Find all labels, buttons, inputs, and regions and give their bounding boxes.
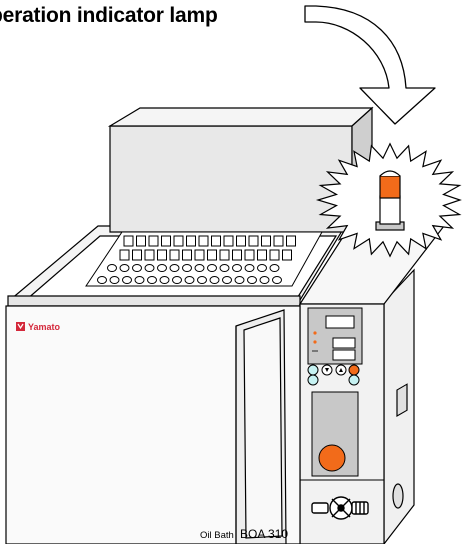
basket-hole [169, 264, 180, 272]
set-button[interactable] [307, 374, 319, 386]
basket-slot [186, 235, 196, 247]
basket-slot [207, 249, 217, 261]
basket-slot [261, 235, 271, 247]
basket-slot [173, 235, 184, 247]
lamp-orange-lens [379, 175, 401, 199]
basket-slot [136, 235, 146, 247]
indicator-led-1 [313, 331, 317, 335]
basket-slot [286, 235, 296, 247]
display-row-2 [332, 349, 356, 361]
brand-logo: Yamato [16, 322, 61, 332]
basket-hole [207, 264, 217, 272]
basket-slot [223, 235, 234, 247]
menu-button[interactable] [307, 364, 319, 376]
basket-hole [272, 276, 282, 284]
drain-valve[interactable] [311, 496, 369, 520]
basket-hole [182, 264, 192, 272]
basket-slot [219, 249, 230, 261]
basket-hole [232, 264, 242, 272]
basket-slot [161, 235, 171, 247]
stop-button[interactable] [348, 374, 360, 386]
basket-hole [132, 264, 142, 272]
basket-hole [109, 276, 120, 284]
breaker-switch[interactable] [318, 444, 346, 472]
basket-slot [157, 249, 167, 261]
basket-slot [144, 249, 155, 261]
basket-slot [236, 235, 246, 247]
basket-hole [259, 276, 270, 284]
basket-hole [234, 276, 245, 284]
start-button[interactable] [348, 364, 360, 376]
basket-slot [211, 235, 221, 247]
basket-hole [244, 264, 255, 272]
basket-hole [147, 276, 157, 284]
basket-hole [247, 276, 257, 284]
sample-basket [85, 231, 323, 287]
basket-slot [248, 235, 259, 247]
breaker-panel [300, 391, 384, 481]
basket-hole [222, 276, 232, 284]
basket-hole [194, 264, 205, 272]
basket-hole [257, 264, 267, 272]
basket-hole [209, 276, 220, 284]
display-window [325, 315, 355, 329]
basket-hole [172, 276, 182, 284]
indicator-led-2 [313, 340, 317, 344]
operation-indicator-lamp [375, 170, 405, 231]
basket-hole [219, 264, 230, 272]
basket-slot [132, 249, 142, 261]
basket-hole [197, 276, 207, 284]
basket-hole [97, 276, 107, 284]
basket-hole [122, 276, 132, 284]
basket-hole [107, 264, 117, 272]
model-prefix: Oil Bath [200, 530, 234, 541]
display-row-1 [332, 337, 356, 349]
basket-slot [169, 249, 180, 261]
basket-slot [148, 235, 159, 247]
basket-slot [269, 249, 280, 261]
basket-hole [184, 276, 195, 284]
basket-slot [273, 235, 284, 247]
basket-hole [159, 276, 170, 284]
basket-hole [119, 264, 130, 272]
brand-name: Yamato [28, 322, 61, 332]
basket-slot [119, 249, 130, 261]
basket-slot [244, 249, 255, 261]
callout-label: peration indicator lamp [0, 4, 218, 27]
front-door[interactable] [235, 309, 287, 544]
basket-hole [269, 264, 280, 272]
control-panel [307, 307, 363, 365]
basket-slot [182, 249, 192, 261]
basket-slot [194, 249, 205, 261]
model-name: BOA 310 [240, 527, 288, 541]
callout-arrow [304, 5, 436, 125]
basket-slot [123, 235, 134, 247]
basket-slot [257, 249, 267, 261]
basket-slot [232, 249, 242, 261]
basket-hole [157, 264, 167, 272]
basket-slot [198, 235, 209, 247]
control-buttons [307, 364, 360, 386]
basket-slot [282, 249, 292, 261]
basket-hole [134, 276, 145, 284]
basket-hole [144, 264, 155, 272]
